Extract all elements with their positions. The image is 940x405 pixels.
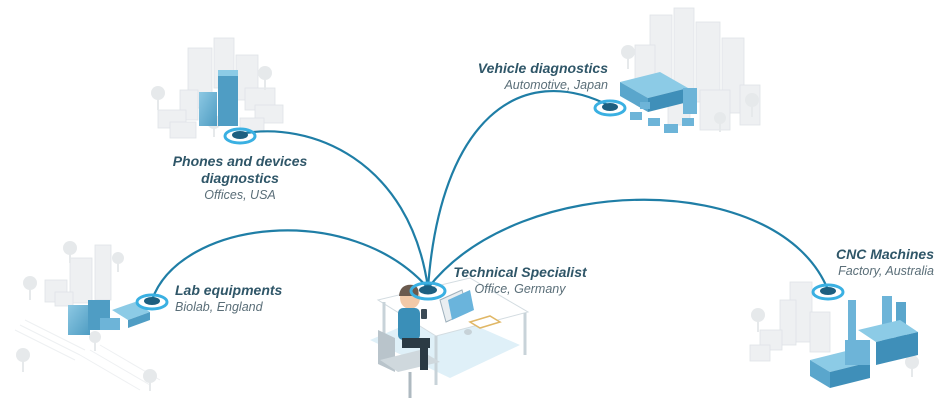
node-hub[interactable] [409,281,447,301]
node-japan[interactable] [593,99,627,117]
hub-subtitle: Office, Germany [474,282,566,296]
site-subtitle: Automotive, Japan [504,78,608,92]
city-australia-illustration [749,281,919,388]
hub-label: Technical Specialist Office, Germany [440,264,600,297]
site-title-line2: diagnostics [201,170,279,186]
factory [810,296,918,388]
site-title: Lab equipments [175,282,283,298]
site-label-japan: Vehicle diagnostics Automotive, Japan [450,60,608,93]
connection-lines [150,90,830,301]
blue-building [199,92,217,126]
site-subtitle: Factory, Australia [838,264,934,278]
site-label-usa: Phones and devices diagnostics Offices, … [160,153,320,203]
technical-specialist-illustration [370,277,530,398]
blue-tower [218,70,238,126]
site-subtitle: Offices, USA [204,188,276,202]
site-title: Phones and devices [172,153,308,169]
city-usa-illustration [151,37,284,139]
site-label-australia: CNC Machines Factory, Australia [780,246,934,279]
city-england-illustration [14,241,161,391]
site-subtitle: Biolab, England [175,300,263,314]
node-usa[interactable] [223,127,257,145]
node-australia[interactable] [811,283,845,301]
link-australia [427,198,830,291]
site-title: CNC Machines [835,246,934,262]
link-japan [426,90,611,289]
link-england [150,229,429,301]
link-usa [239,130,430,289]
site-label-england: Lab equipments Biolab, England [175,282,282,315]
site-title: Vehicle diagnostics [477,60,608,76]
node-england[interactable] [135,293,169,311]
city-japan-illustration [620,7,761,133]
hub-title: Technical Specialist [453,264,587,280]
